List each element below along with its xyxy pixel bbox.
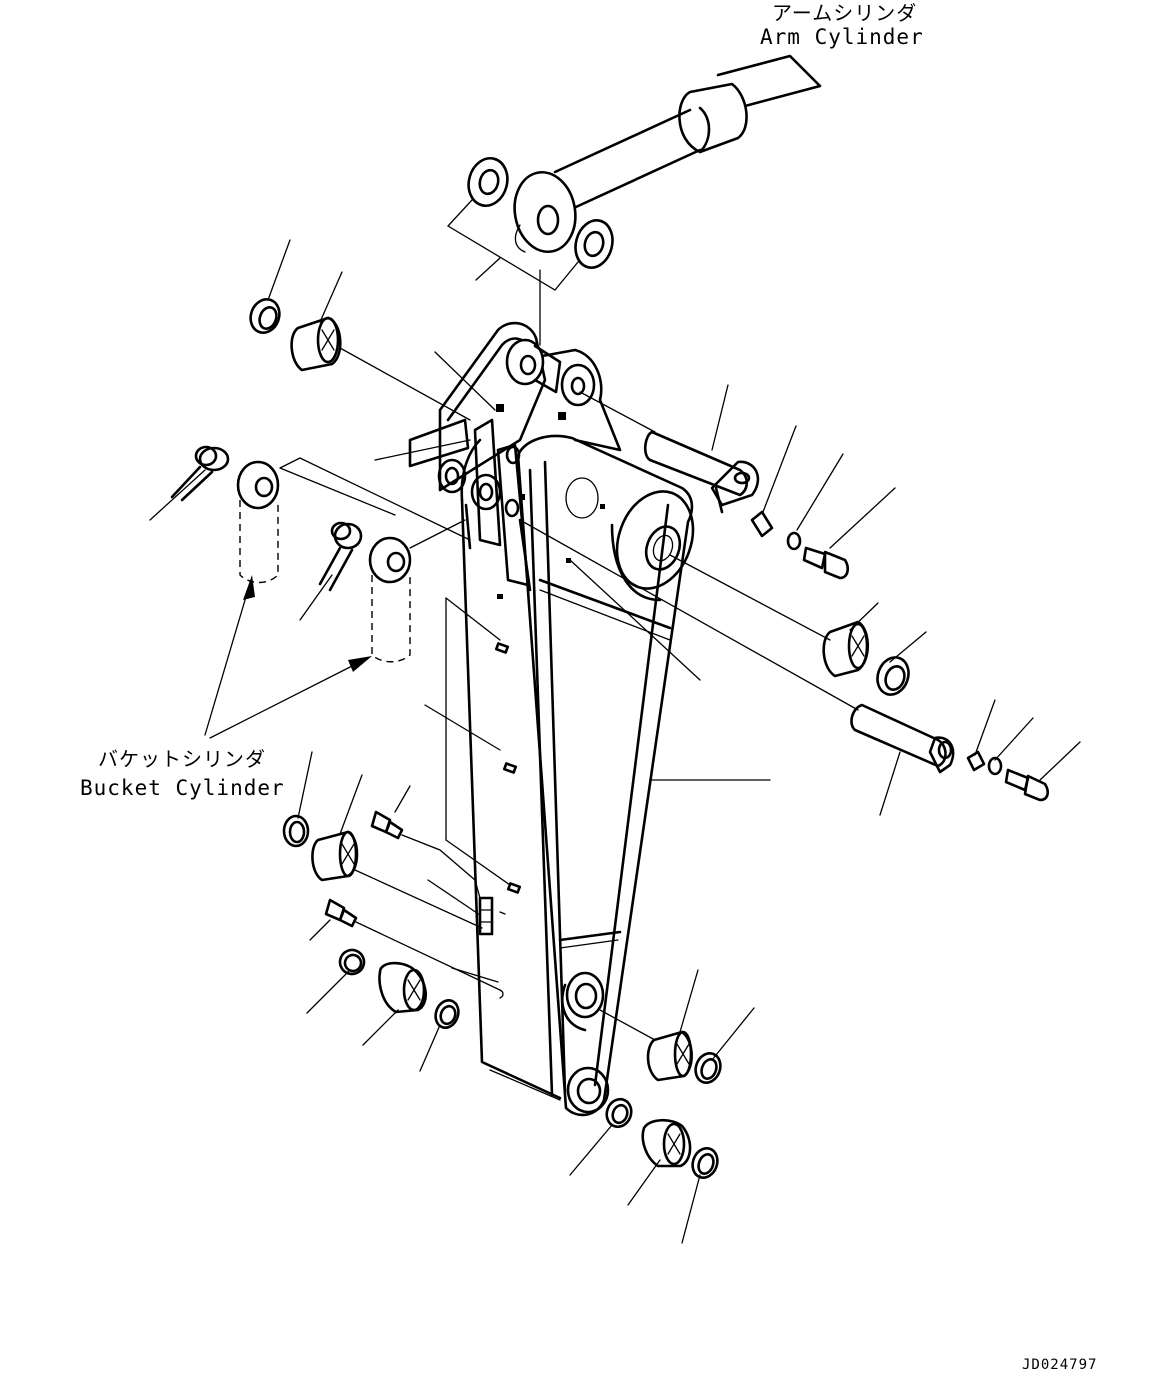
lower-left-flanged-bushing [378, 961, 427, 1014]
lower-left-seal [338, 948, 366, 976]
lower-left-bushing [311, 830, 359, 882]
arm-cylinder-label-jp: アームシリンダ [772, 1, 917, 25]
lower-left-ring [282, 814, 310, 848]
arm-top-bracket [408, 321, 622, 592]
grease-fittings [478, 558, 571, 999]
arm-cylinder [513, 54, 822, 254]
front-ring [876, 656, 910, 696]
arm-body [460, 434, 695, 1117]
leader-grease-nipple-upper [401, 834, 481, 899]
bucket-cylinder-label-jp: バケットシリンダ [98, 747, 266, 771]
leader-lower-pin [519, 519, 859, 711]
lower-pin [850, 703, 955, 774]
arm-cylinder-washer-right [574, 219, 614, 269]
leader-front-bushing [669, 554, 831, 641]
bucket-cylinder-right [368, 536, 412, 663]
upper-pin-plate [750, 510, 774, 538]
lower-pin-bolt [1004, 768, 1050, 802]
leader-lower-left-bushing [354, 869, 483, 929]
bottom-flanged-bushing [641, 1118, 692, 1168]
upper-pin [643, 430, 760, 514]
bucket-cylinder-grease-right [318, 521, 363, 592]
bucket-cyl-leader [279, 457, 471, 549]
leader-arm-washer [475, 257, 541, 346]
bucket-cylinder-label-en: Bucket Cylinder [80, 776, 285, 800]
arm-cylinder-washer-left [467, 157, 509, 207]
arm-cylinder-label-en: Arm Cylinder [760, 25, 924, 49]
leader-lower-right-bushing [599, 1009, 656, 1041]
leader-grease-nipple-lower [355, 921, 501, 991]
drawing-code: JD024797 [1022, 1357, 1097, 1373]
bottom-ring-left [605, 1097, 633, 1129]
upper-pin-washer [786, 531, 802, 551]
lower-right-bushing [646, 1030, 693, 1082]
leader-upper-bushing [339, 347, 471, 421]
upper-left-bushing [290, 316, 342, 372]
lower-mark-line [451, 967, 499, 983]
lower-left-ring-2 [434, 999, 460, 1029]
bucket-cylinder-grease-left [170, 445, 230, 502]
bottom-ring-right [691, 1147, 719, 1179]
upper-left-ring [249, 298, 281, 334]
lower-pin-washer [987, 756, 1003, 776]
washer-bracket-line [446, 199, 579, 291]
grease-nipple-lower [324, 898, 358, 928]
upper-pin-bolt [802, 546, 850, 580]
leader-upper-pin [579, 391, 656, 433]
lower-pin-plate [966, 750, 986, 772]
bucket-cylinder-left [236, 460, 280, 584]
lower-right-ring [694, 1052, 722, 1084]
front-bushing [822, 620, 870, 678]
bucket-cylinder-arrows [204, 575, 372, 739]
callout-leaders [149, 239, 1081, 1244]
grease-nipple-upper [370, 810, 404, 840]
